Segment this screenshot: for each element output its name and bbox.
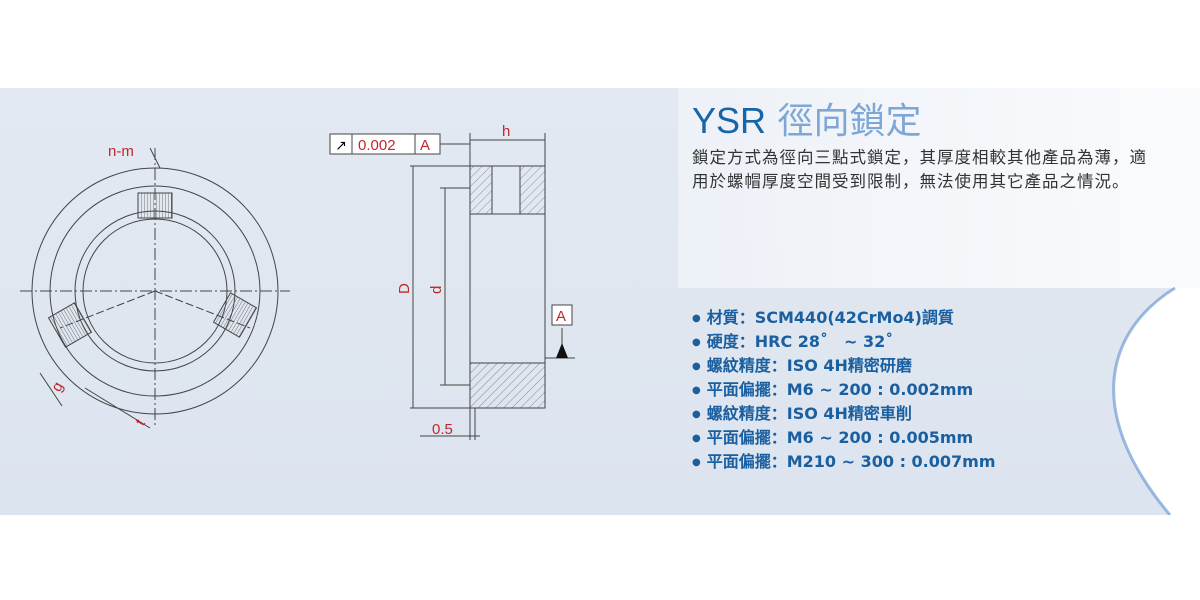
spec-item: 材質：SCM440(42CrMo4)調質 [692, 306, 996, 330]
dim-D: D [396, 283, 413, 294]
tolerance-value: 0.002 [358, 137, 396, 154]
tolerance-frame [329, 133, 441, 155]
dim-h: h [502, 123, 510, 140]
front-view [20, 147, 290, 429]
dim-chamfer: 0.5 [432, 421, 453, 438]
spec-item: 硬度：HRC 28˚ ~ 32˚ [692, 330, 996, 354]
model-name: YSR [692, 100, 767, 141]
spec-item: 平面偏擺：M210 ~ 300 : 0.007mm [692, 450, 996, 474]
product-name: 徑向鎖定 [777, 101, 922, 142]
runout-arrow-icon: ↗ [335, 138, 347, 154]
spec-item: 平面偏擺：M6 ~ 200 : 0.005mm [692, 426, 996, 450]
dim-d: d [428, 286, 445, 294]
dim-t: t [132, 416, 149, 429]
dim-nm: n-m [108, 143, 134, 160]
technical-drawing: ↗ 0.002 A h n-m D d A 0.5 g t [20, 123, 1200, 515]
dim-g: g [48, 379, 67, 395]
datum-mark: A [556, 308, 566, 325]
datum-label: A [420, 137, 430, 154]
spec-item: 平面偏擺：M6 ~ 200 : 0.002mm [692, 378, 996, 402]
text-panel [678, 88, 1200, 288]
spec-item: 螺紋精度：ISO 4H精密研磨 [692, 354, 996, 378]
description: 鎖定方式為徑向三點式鎖定，其厚度相較其他產品為薄，適用於螺帽厚度空間受到限制，無… [692, 148, 1147, 191]
page-title: YSR 徑向鎖定 [692, 92, 922, 144]
spec-item: 螺紋精度：ISO 4H精密車削 [692, 402, 996, 426]
side-view [410, 133, 575, 440]
spec-list: 材質：SCM440(42CrMo4)調質 硬度：HRC 28˚ ~ 32˚ 螺紋… [692, 306, 996, 474]
swoosh [1113, 288, 1200, 515]
